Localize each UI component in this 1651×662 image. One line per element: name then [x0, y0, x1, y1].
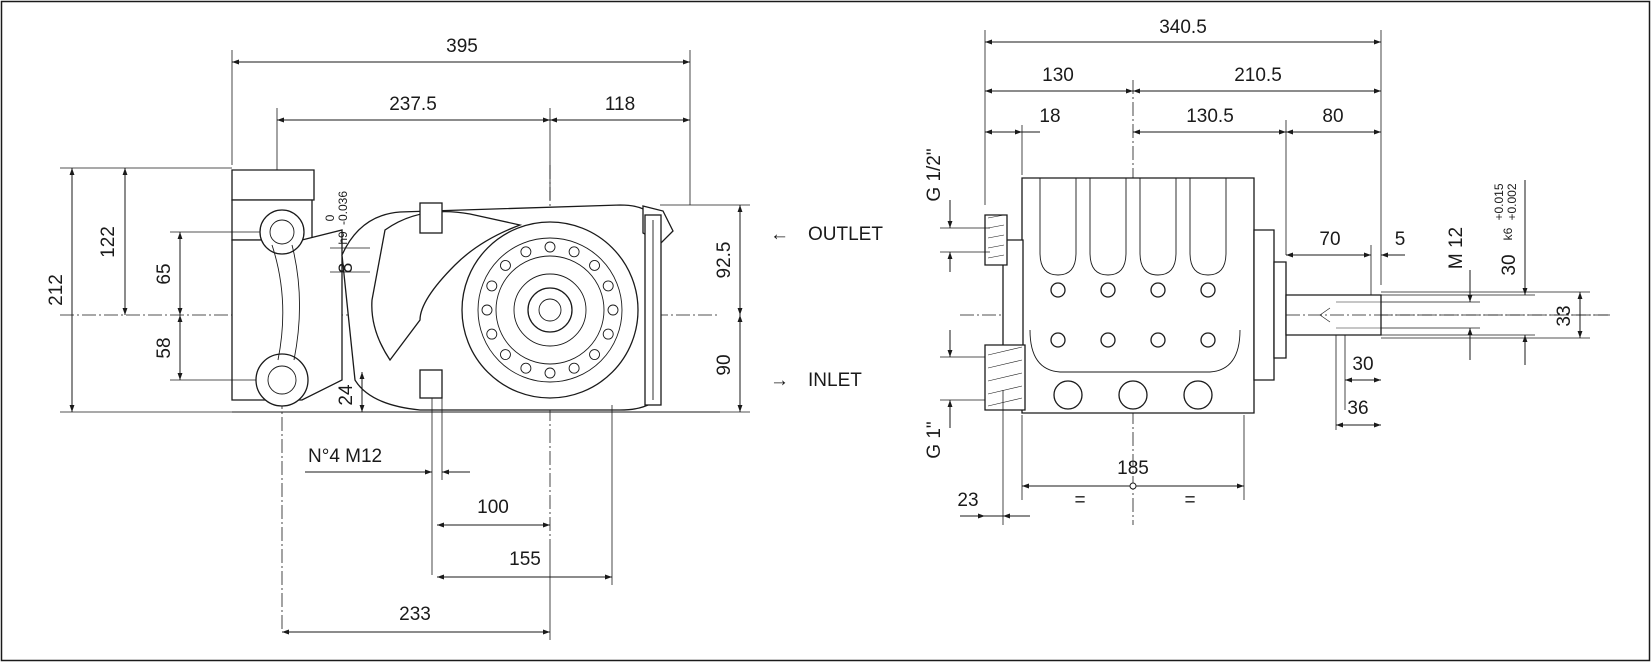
dim-5: 5 — [1395, 229, 1406, 250]
dim-395: 395 — [446, 36, 478, 57]
block-bolt-icon — [1050, 332, 1066, 348]
dim-155: 155 — [509, 549, 541, 570]
block-bolt-icon — [1150, 332, 1166, 348]
block-bolt-icon — [1050, 282, 1066, 298]
block-bolt-icon — [1200, 332, 1216, 348]
dim-92-5: 92.5 — [714, 242, 735, 279]
tol-k6-upper: +0.015 — [1492, 183, 1506, 220]
dim-equal-right: = — [1184, 490, 1195, 511]
flange-bolt-icon — [544, 241, 556, 253]
dim-18: 18 — [1039, 106, 1060, 127]
flange-bolt-icon — [520, 362, 532, 374]
block-bolt-icon — [1100, 282, 1116, 298]
inlet-arrow: → — [770, 370, 789, 391]
tol-k6: k6 — [1501, 227, 1515, 240]
rear-view: 340.5 130 210.5 18 130.5 80 G 1/2" G 1" — [924, 17, 1610, 525]
tol-h9-lower: -0.036 — [336, 191, 350, 225]
dim-122: 122 — [98, 226, 119, 258]
outlet-label: OUTLET — [808, 224, 883, 245]
block-bolts — [1050, 282, 1216, 348]
tol-h9-upper: 0 — [323, 214, 337, 221]
dim-130: 130 — [1042, 65, 1074, 86]
dim-90: 90 — [714, 354, 735, 375]
flange-bolt-icon — [486, 280, 498, 292]
flange-bolt-icon — [568, 246, 580, 258]
outlet-arrow: ← — [770, 224, 789, 245]
dim-n4-m12: N°4 M12 — [308, 446, 382, 467]
dim-30-k6: 30 — [1499, 254, 1520, 275]
dim-70: 70 — [1319, 229, 1340, 250]
dim-233: 233 — [399, 604, 431, 625]
dim-58: 58 — [154, 337, 175, 358]
flange-bolt-icon — [568, 362, 580, 374]
dim-30: 30 — [1352, 354, 1373, 375]
dim-g-1-2: G 1/2" — [924, 148, 945, 201]
flange-bolt-icon — [486, 328, 498, 340]
flange-bolt-icon — [589, 260, 600, 271]
dim-23: 23 — [957, 490, 978, 511]
flange-bolt-icon — [500, 260, 511, 271]
dim-100: 100 — [477, 497, 509, 518]
side-view: 395 237.5 118 212 122 65 58 8 h9 0 -0.03… — [46, 36, 750, 640]
flange-bolt-icon — [602, 328, 614, 340]
dim-m12: M 12 — [1446, 227, 1467, 269]
dim-212: 212 — [46, 274, 67, 306]
flange-bolt-icon — [500, 349, 511, 360]
dim-185: 185 — [1117, 458, 1149, 479]
flange-bolt-icon — [602, 280, 614, 292]
dim-33: 33 — [1554, 305, 1575, 326]
flange-bolt-icon — [607, 304, 619, 316]
port-labels: ← OUTLET → INLET — [770, 224, 883, 391]
inlet-label: INLET — [808, 370, 862, 391]
flange-bolt-icon — [481, 304, 493, 316]
flange-bolt-icon — [589, 349, 600, 360]
flange-bolts — [481, 241, 619, 379]
dim-118: 118 — [605, 94, 635, 115]
dim-210-5: 210.5 — [1234, 65, 1282, 86]
dim-24: 24 — [336, 384, 357, 406]
flange-bolt-icon — [520, 246, 532, 258]
dim-340-5: 340.5 — [1159, 17, 1207, 38]
dim-80: 80 — [1322, 106, 1343, 127]
tol-k6-lower: +0.002 — [1505, 183, 1519, 220]
dim-g-1: G 1" — [924, 421, 945, 458]
dim-65: 65 — [154, 263, 175, 284]
flange-bolt-icon — [544, 367, 556, 379]
dim-130-5: 130.5 — [1186, 106, 1234, 127]
block-bolt-icon — [1200, 282, 1216, 298]
block-bolt-icon — [1150, 282, 1166, 298]
block-bolt-icon — [1100, 332, 1116, 348]
dim-36: 36 — [1347, 398, 1368, 419]
tol-h9: h9 — [336, 231, 350, 245]
dim-8-h9: 8 — [336, 263, 357, 274]
dim-equal-left: = — [1074, 490, 1085, 511]
dim-237-5: 237.5 — [389, 94, 437, 115]
